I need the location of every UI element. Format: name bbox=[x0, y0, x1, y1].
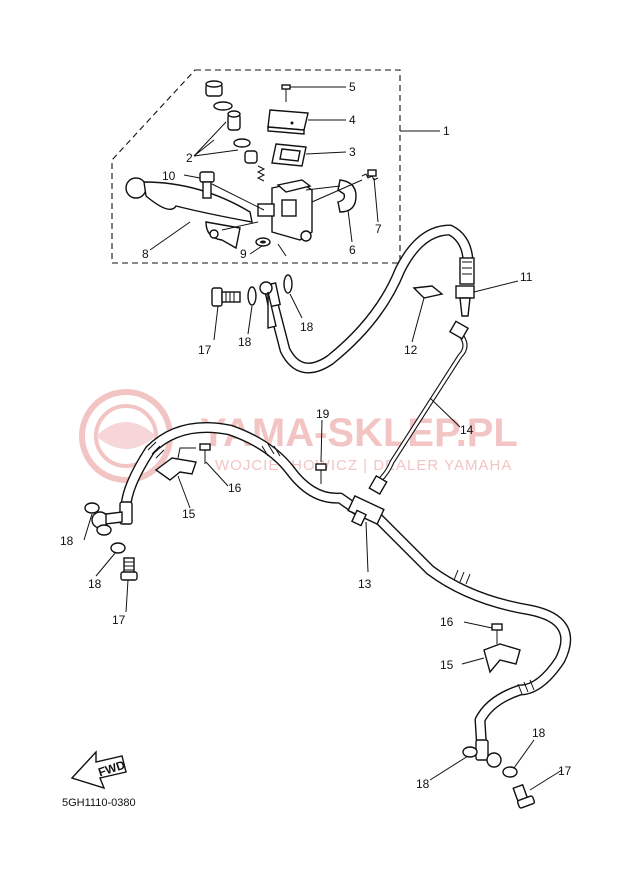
piston-kit-icon bbox=[205, 80, 266, 182]
diagram-code: 5GH1110-0380 bbox=[62, 797, 136, 809]
upper-washer-icon bbox=[247, 274, 293, 306]
callout-9: 9 bbox=[240, 247, 247, 261]
lower-bolt-19-icon bbox=[315, 463, 327, 484]
upper-banjo-bolt-icon bbox=[211, 287, 241, 307]
callout-17-right: 17 bbox=[558, 764, 572, 778]
callout-18-upper-left: 18 bbox=[238, 335, 252, 349]
callout-7: 7 bbox=[375, 222, 382, 236]
leader-lines bbox=[83, 86, 563, 791]
lower-right-washers-icon bbox=[462, 746, 518, 778]
callout-13: 13 bbox=[358, 577, 372, 591]
lower-left-washers-icon bbox=[84, 502, 126, 554]
lower-left-clamp-icon bbox=[154, 447, 197, 481]
callout-17-left: 17 bbox=[112, 613, 126, 627]
lower-right-clamp-bolt-icon bbox=[491, 623, 503, 644]
hose-clamp-icon bbox=[412, 285, 444, 299]
callout-18-upper-right: 18 bbox=[300, 320, 314, 334]
callout-10: 10 bbox=[162, 169, 176, 183]
callout-labels: 1 2 3 4 5 6 7 8 9 10 11 12 13 14 15 15 1… bbox=[60, 80, 572, 791]
hose-joint-icon bbox=[455, 285, 475, 317]
watermark-subtitle: WOJCIECHOWICZ | DEALER YAMAHA bbox=[215, 457, 512, 474]
forward-arrow-icon: FWD bbox=[70, 750, 127, 790]
callout-16-left: 16 bbox=[228, 481, 242, 495]
callout-18-lower-left-b: 18 bbox=[88, 577, 102, 591]
callout-8: 8 bbox=[142, 247, 149, 261]
callout-15-right: 15 bbox=[440, 658, 454, 672]
brake-lever-icon bbox=[125, 177, 253, 250]
lower-right-clamp-icon bbox=[483, 643, 521, 674]
callout-6: 6 bbox=[349, 243, 356, 257]
callout-18-lower-right-b: 18 bbox=[532, 726, 546, 740]
brake-pipe bbox=[368, 320, 470, 496]
master-cylinder-assembly-box bbox=[111, 69, 401, 264]
master-cylinder-group bbox=[125, 80, 379, 250]
callout-14: 14 bbox=[460, 423, 474, 437]
diaphragm-icon bbox=[271, 143, 307, 167]
callout-16-right: 16 bbox=[440, 615, 454, 629]
callout-3: 3 bbox=[349, 145, 356, 159]
callout-4: 4 bbox=[349, 113, 356, 127]
lower-left-banjo-bolt-icon bbox=[120, 557, 138, 581]
lever-nut-icon bbox=[255, 237, 271, 247]
upper-brake-hose bbox=[263, 224, 475, 374]
watermark-logo bbox=[79, 389, 173, 483]
watermark-brand: YAMA-SKLEP.PL bbox=[200, 411, 518, 455]
lower-right-banjo-bolt-icon bbox=[512, 783, 536, 809]
holder-bolt-icon bbox=[361, 169, 379, 181]
upper-banjo-fitting-icon bbox=[259, 281, 277, 329]
callout-5: 5 bbox=[349, 80, 356, 94]
callout-19: 19 bbox=[316, 407, 330, 421]
callout-12: 12 bbox=[404, 343, 418, 357]
master-cylinder-body-icon bbox=[257, 179, 313, 242]
lower-left-clamp-bolt-icon bbox=[199, 443, 211, 464]
lower-brake-hose bbox=[91, 422, 572, 768]
callout-17-upper: 17 bbox=[198, 343, 212, 357]
lever-bolt-icon bbox=[199, 171, 215, 199]
callout-2: 2 bbox=[186, 151, 193, 165]
callout-18-lower-left-a: 18 bbox=[60, 534, 74, 548]
callout-18-lower-right-a: 18 bbox=[416, 777, 430, 791]
cap-screw-icon bbox=[281, 84, 291, 102]
reservoir-cap-icon bbox=[267, 109, 309, 135]
watermark: YAMA-SKLEP.PL WOJCIECHOWICZ | DEALER YAM… bbox=[79, 389, 518, 483]
handlebar-holder-icon bbox=[337, 179, 357, 213]
callout-15-left: 15 bbox=[182, 507, 196, 521]
callout-1: 1 bbox=[443, 124, 450, 138]
callout-11: 11 bbox=[520, 270, 533, 284]
